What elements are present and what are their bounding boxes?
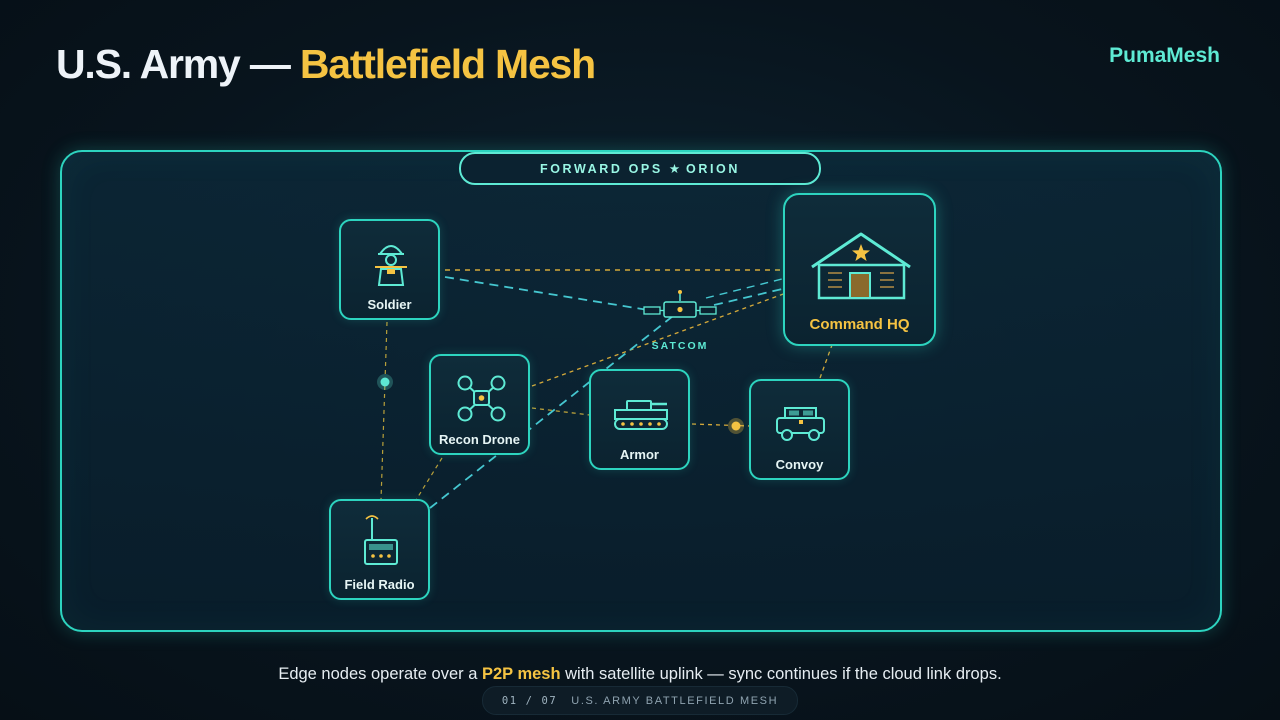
title-accent: Battlefield Mesh xyxy=(299,41,596,87)
footer-label: U.S. ARMY BATTLEFIELD MESH xyxy=(571,694,779,707)
soldier-icon xyxy=(375,245,407,286)
satlink-soldier xyxy=(444,276,649,311)
node-label-command-hq: Command HQ xyxy=(809,316,910,333)
node-label-soldier: Soldier xyxy=(367,297,412,312)
satcom-label: SATCOM xyxy=(651,340,709,352)
node-label-field-radio: Field Radio xyxy=(344,577,415,592)
panel-label: FORWARD OPS ★ ORION xyxy=(459,152,821,185)
armor-tank-icon xyxy=(614,400,668,430)
node-label-armor: Armor xyxy=(619,447,659,462)
satellite-icon xyxy=(643,290,717,318)
relay-dot-teal-core xyxy=(380,377,390,387)
satlink-radio xyxy=(429,315,674,509)
node-soldier[interactable]: Soldier xyxy=(339,219,440,320)
footer-pill: 01 / 07 U.S. ARMY BATTLEFIELD MESH xyxy=(482,686,798,715)
page-title: U.S. Army — Battlefield Mesh xyxy=(56,40,596,88)
link-drone-hq xyxy=(531,284,809,387)
satlink-hq-b xyxy=(705,269,819,299)
field-radio-icon xyxy=(364,515,398,565)
node-armor[interactable]: Armor xyxy=(589,369,690,470)
star-icon: ★ xyxy=(668,162,681,176)
node-recon-drone[interactable]: Recon Drone xyxy=(429,354,530,455)
panel-label-left: FORWARD OPS xyxy=(539,161,663,176)
link-convoy-hq xyxy=(819,344,833,379)
page-number: 01 / 07 xyxy=(501,694,558,707)
caption-before: Edge nodes operate over a xyxy=(278,665,482,683)
node-field-radio[interactable]: Field Radio xyxy=(329,499,430,600)
caption-highlight: P2P mesh xyxy=(481,665,561,683)
title-prefix: U.S. Army — xyxy=(56,41,300,87)
recon-drone-icon xyxy=(457,375,506,422)
caption-after: with satellite uplink — sync continues i… xyxy=(560,665,1002,683)
relay-dot-gold-core xyxy=(731,421,741,431)
panel-label-right: ORION xyxy=(686,161,741,176)
node-label-recon-drone: Recon Drone xyxy=(439,432,520,447)
command-hq-icon xyxy=(811,232,911,300)
caption: Edge nodes operate over a P2P mesh with … xyxy=(0,665,1280,684)
convoy-vehicle-icon xyxy=(776,407,825,441)
link-drone-radio xyxy=(415,457,443,501)
link-drone-armor xyxy=(531,407,591,416)
brand-logo: PumaMesh xyxy=(1109,44,1220,67)
node-label-convoy: Convoy xyxy=(775,457,824,472)
link-soldier-radio xyxy=(380,321,388,501)
node-command-hq[interactable]: Command HQ xyxy=(783,193,936,346)
node-convoy[interactable]: Convoy xyxy=(749,379,850,480)
